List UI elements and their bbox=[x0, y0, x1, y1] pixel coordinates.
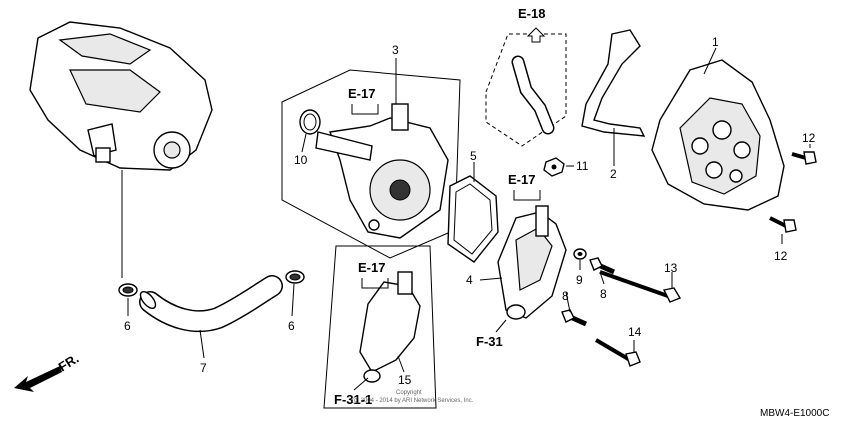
callout-8-left: 8 bbox=[562, 289, 569, 303]
callout-3: 3 bbox=[392, 43, 399, 57]
copyright-line2: (c) 2004 - 2014 by ARI Network Services,… bbox=[352, 398, 474, 404]
washer bbox=[573, 248, 587, 260]
hose-clamp-left bbox=[118, 283, 138, 297]
front-direction-arrow: FR. bbox=[14, 351, 81, 392]
ref-e17-pump: E-17 bbox=[348, 86, 375, 101]
bolt-12-lower bbox=[769, 216, 797, 233]
ref-f31-1: F-31-1 bbox=[334, 392, 372, 407]
e18-arrow bbox=[526, 27, 546, 43]
bolt-14 bbox=[594, 338, 641, 367]
callout-9: 9 bbox=[576, 273, 583, 287]
copyright-line1: Copyright bbox=[396, 390, 422, 396]
bolt-13 bbox=[599, 270, 682, 303]
ref-e18: E-18 bbox=[518, 6, 545, 21]
callout-5: 5 bbox=[470, 149, 477, 163]
callout-10: 10 bbox=[294, 153, 308, 167]
nut bbox=[543, 157, 565, 177]
callout-6-right: 6 bbox=[288, 319, 295, 333]
inset-box bbox=[323, 245, 437, 409]
bolt-8-lower bbox=[561, 309, 588, 327]
callout-12-upper: 12 bbox=[802, 131, 816, 145]
cover-guard bbox=[581, 29, 646, 137]
callout-4: 4 bbox=[466, 273, 473, 287]
callout-8-right: 8 bbox=[600, 287, 607, 301]
pump-cover bbox=[651, 59, 785, 211]
ref-f31: F-31 bbox=[476, 334, 503, 349]
callout-2: 2 bbox=[610, 167, 617, 181]
callout-6-left: 6 bbox=[124, 319, 131, 333]
o-ring bbox=[299, 109, 321, 135]
diagram-code: MBW4-E1000C bbox=[760, 408, 829, 419]
water-pump-group bbox=[281, 69, 461, 259]
callout-1: 1 bbox=[712, 35, 719, 49]
bolt-8-upper bbox=[589, 257, 616, 275]
callout-13: 13 bbox=[664, 261, 678, 275]
references: E-18 E-17 E-17 E-17 F-31 F-31-1 bbox=[334, 6, 545, 407]
hose-clamp-right bbox=[285, 270, 305, 284]
leader-lines bbox=[127, 47, 811, 373]
callout-7: 7 bbox=[200, 361, 207, 375]
thermostat-housing bbox=[497, 205, 567, 320]
callout-11: 11 bbox=[576, 159, 589, 173]
callout-14: 14 bbox=[628, 325, 642, 339]
engine-illustration bbox=[29, 21, 213, 278]
bolt-12-upper bbox=[791, 151, 817, 165]
coolant-hose bbox=[139, 275, 283, 333]
ref-e17-inset: E-17 bbox=[358, 260, 385, 275]
ref-e17-thermostat: E-17 bbox=[508, 172, 535, 187]
gasket bbox=[447, 175, 499, 263]
callout-15: 15 bbox=[398, 373, 412, 387]
callout-12-lower: 12 bbox=[774, 249, 788, 263]
bypass-hose-group bbox=[485, 33, 567, 147]
callouts: 1 2 3 4 5 6 6 7 8 8 9 10 11 12 12 13 14 … bbox=[124, 35, 816, 387]
